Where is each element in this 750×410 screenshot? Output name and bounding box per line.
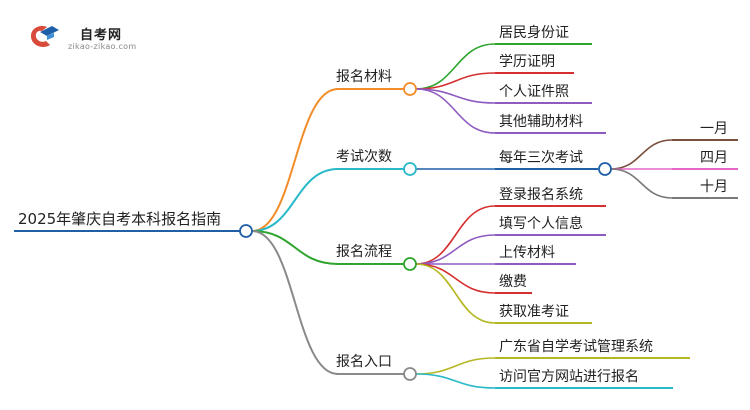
branch-link-3: [251, 230, 339, 375]
child-label-0-0: 居民身份证: [499, 25, 569, 41]
root-node: [239, 224, 253, 238]
child-label-2-3: 缴费: [499, 274, 527, 290]
grandchild-link-2: [610, 168, 673, 199]
child-label-0-3: 其他辅助材料: [499, 114, 583, 130]
branch-link-1: [251, 168, 339, 232]
child-label-2-0: 登录报名系统: [499, 187, 583, 203]
child-link-3-1: [415, 373, 496, 389]
mindmap-links: [14, 43, 738, 389]
mindmap-nodes: 2025年肇庆自考本科报名指南 报名材料 居民身份证学历证明个人证件照其他辅助材料考…: [18, 25, 728, 385]
branch-node-0: [403, 82, 417, 96]
child-link-0-0: [415, 43, 496, 90]
grandchild-label-1: 四月: [700, 150, 728, 166]
branch-node-3: [403, 367, 417, 381]
site-logo: 自考网 zikao-zikao.com: [28, 20, 148, 56]
child-label-3-1: 访问官方网站进行报名: [499, 369, 639, 385]
child-label-3-0: 广东省自学考试管理系统: [499, 339, 653, 355]
child-label-2-2: 上传材料: [499, 245, 555, 261]
branch-link-0: [251, 88, 339, 232]
child-node-1-0: [598, 162, 612, 176]
child-link-2-1: [415, 234, 496, 265]
branch-node-2: [403, 257, 417, 271]
branch-label-2: 报名流程: [336, 244, 392, 260]
child-link-2-0: [415, 205, 496, 265]
logo-title: 自考网: [80, 28, 123, 43]
child-label-0-2: 个人证件照: [499, 84, 569, 100]
child-link-0-2: [415, 88, 496, 104]
branch-label-0: 报名材料: [336, 69, 392, 85]
child-label-2-1: 填写个人信息: [499, 215, 583, 232]
child-label-1-0: 每年三次考试: [499, 150, 583, 166]
child-label-2-4: 获取准考证: [499, 304, 569, 320]
branch-node-1: [403, 162, 417, 176]
child-label-0-1: 学历证明: [499, 54, 555, 70]
child-link-0-1: [415, 72, 496, 90]
child-link-2-4: [415, 263, 496, 324]
branch-link-2: [251, 230, 339, 265]
grandchild-label-2: 十月: [700, 179, 728, 195]
root-label: 2025年肇庆自考本科报名指南: [18, 210, 221, 228]
child-link-2-3: [415, 263, 496, 294]
logo-url: zikao-zikao.com: [68, 42, 137, 51]
graduation-cap-logo-icon: [31, 26, 59, 47]
child-link-0-3: [415, 88, 496, 134]
grandchild-label-0: 一月: [700, 121, 728, 137]
branch-label-1: 考试次数: [336, 149, 392, 165]
child-link-3-0: [415, 357, 496, 375]
branch-label-3: 报名入口: [336, 354, 392, 370]
grandchild-link-0: [610, 139, 673, 170]
